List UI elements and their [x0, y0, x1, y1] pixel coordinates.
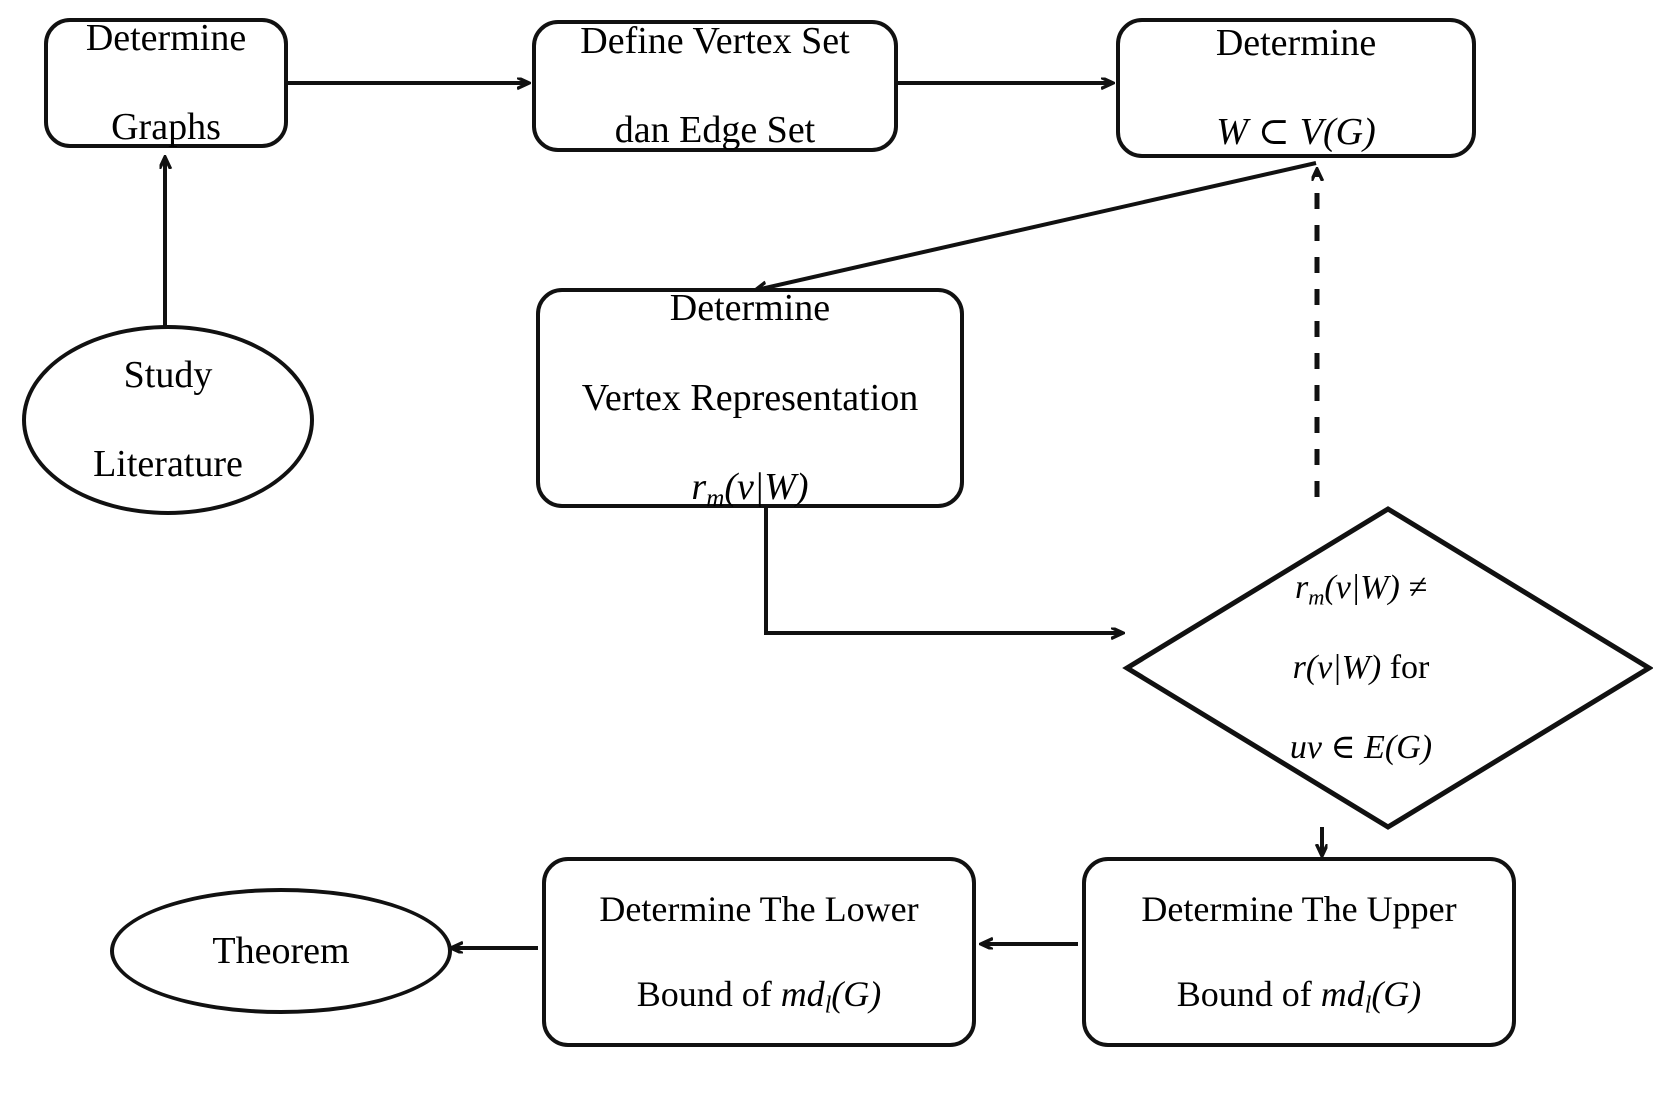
math-v: V	[1299, 111, 1323, 154]
node-define-vertex-edge-set[interactable]: Define Vertex Set dan Edge Set	[532, 20, 898, 152]
lower-bound-math-g: (G)	[831, 974, 882, 1015]
node-determine-upper-bound[interactable]: Determine The Upper Bound of mdl(G)	[1082, 857, 1516, 1047]
node-theorem-label: Theorem	[212, 929, 350, 972]
node-upper-bound-line2: Bound of mdl(G)	[1141, 973, 1456, 1018]
node-upper-bound-line1: Determine The Upper	[1141, 889, 1457, 930]
node-study-literature-line1: Study	[123, 353, 213, 396]
node-determine-w-subset-line2: W⊂V(G)	[1216, 110, 1376, 155]
node-determine-w-subset-line1: Determine	[1215, 21, 1377, 64]
lower-bound-math-md: md	[780, 974, 825, 1015]
upper-bound-md-subscript: l	[1364, 992, 1372, 1019]
math-r-args: (v|W)	[724, 466, 809, 509]
node-determine-graphs-line1: Determine	[85, 16, 247, 59]
node-determine-graphs-line2: Graphs	[111, 106, 221, 149]
node-study-literature[interactable]: Study Literature	[22, 325, 314, 515]
node-study-literature-label: Study Literature	[85, 308, 251, 532]
node-determine-w-subset-label: Determine W⊂V(G)	[1208, 0, 1384, 200]
node-theorem[interactable]: Theorem	[110, 888, 452, 1014]
math-subset-symbol: ⊂	[1257, 111, 1290, 154]
connector-vertex-representation-to-decision	[764, 507, 1122, 633]
node-study-literature-line2: Literature	[93, 443, 243, 486]
math-g: (G)	[1322, 111, 1376, 154]
node-determine-upper-bound-label: Determine The Upper Bound of mdl(G)	[1133, 846, 1464, 1058]
upper-bound-prefix: Bound of	[1176, 974, 1321, 1015]
lower-bound-prefix: Bound of	[636, 974, 781, 1015]
upper-bound-math-md: md	[1320, 974, 1365, 1015]
node-lower-bound-line1: Determine The Lower	[599, 889, 919, 930]
node-determine-w-subset[interactable]: Determine W⊂V(G)	[1116, 18, 1476, 158]
node-vertex-representation-line1: Determine	[669, 286, 831, 329]
node-determine-graphs-label: Determine Graphs	[78, 0, 254, 195]
upper-bound-math-g: (G)	[1371, 974, 1422, 1015]
node-vertex-representation-line3: rm(v|W)	[582, 465, 919, 513]
node-vertex-representation-line2: Vertex Representation	[581, 376, 919, 419]
node-determine-graphs[interactable]: Determine Graphs	[44, 17, 288, 148]
node-lower-bound-line2: Bound of mdl(G)	[599, 973, 918, 1018]
lower-bound-md-subscript: l	[824, 992, 832, 1019]
node-define-vertex-edge-set-label: Define Vertex Set dan Edge Set	[572, 0, 857, 198]
node-determine-vertex-representation-label: Determine Vertex Representation rm(v|W)	[574, 241, 927, 555]
node-determine-lower-bound[interactable]: Determine The Lower Bound of mdl(G)	[542, 857, 976, 1047]
node-determine-lower-bound-label: Determine The Lower Bound of mdl(G)	[591, 846, 926, 1058]
node-determine-vertex-representation[interactable]: Determine Vertex Representation rm(v|W)	[536, 287, 964, 511]
math-r: r	[691, 466, 707, 509]
node-define-vertex-edge-set-line1: Define Vertex Set	[580, 19, 850, 62]
math-r-subscript: m	[706, 485, 725, 513]
connector-determine-w-to-vertex-representation	[756, 161, 1317, 290]
math-w: W	[1216, 111, 1248, 154]
node-define-vertex-edge-set-line2: dan Edge Set	[614, 109, 816, 152]
decision-diamond-shape	[1122, 506, 1653, 830]
